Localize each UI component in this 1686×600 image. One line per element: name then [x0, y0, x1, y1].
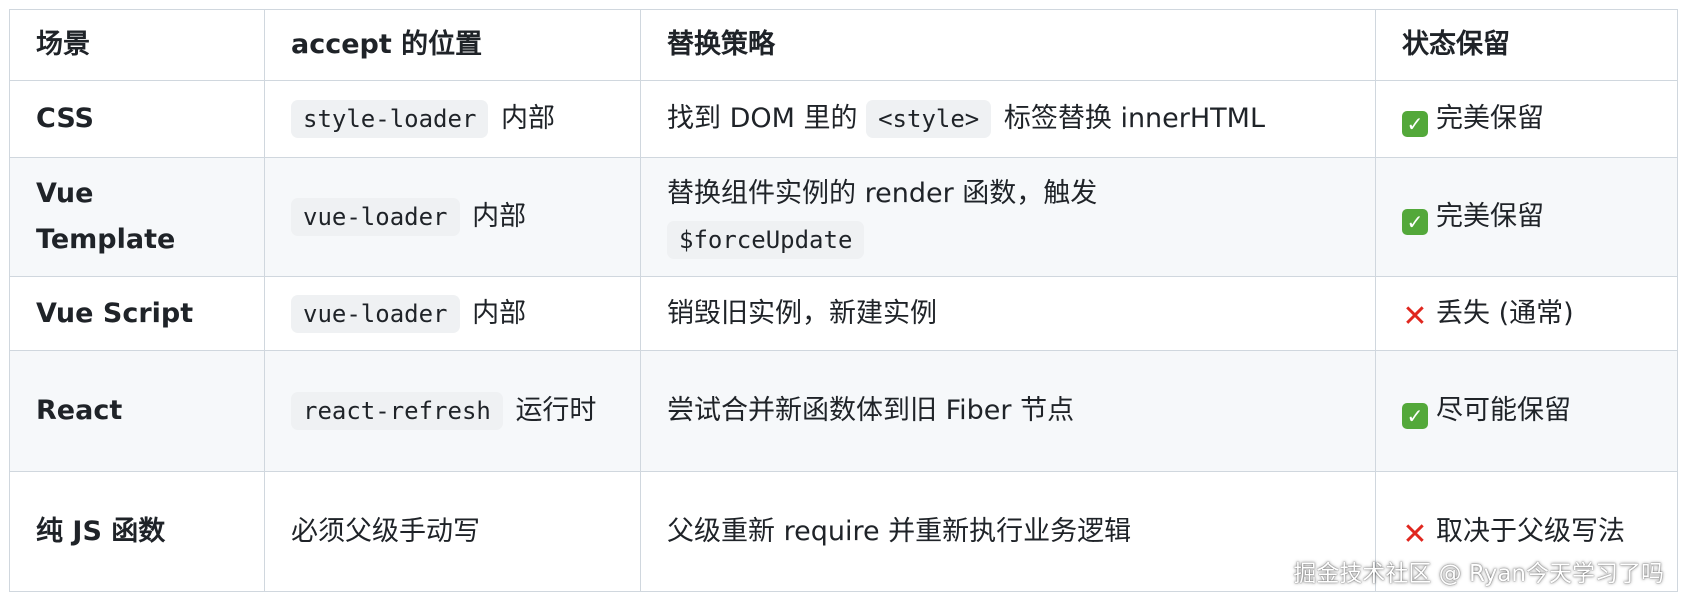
- accept-cell: 必须父级手动写: [264, 471, 641, 592]
- code-snippet: style-loader: [291, 100, 489, 138]
- strategy-cell: 销毁旧实例，新建实例: [640, 276, 1376, 351]
- accept-cell: vue-loader 内部: [264, 157, 641, 277]
- code-snippet: <style>: [866, 100, 992, 138]
- scene-cell: Vue Script: [9, 276, 265, 351]
- table-row: Vue Script vue-loader 内部 销毁旧实例，新建实例 ✕丢失 …: [9, 276, 1678, 351]
- accept-text: 内部: [472, 201, 527, 232]
- strategy-text: 父级重新 require 并重新执行业务逻辑: [667, 515, 1132, 547]
- code-snippet: vue-loader: [291, 294, 460, 333]
- header-scene: 场景: [9, 9, 265, 81]
- status-text: 完美保留: [1436, 201, 1544, 232]
- strategy-cell: 尝试合并新函数体到旧 Fiber 节点: [640, 350, 1376, 472]
- comparison-table: 场景 accept 的位置 替换策略 状态保留 CSS style-loader…: [9, 9, 1678, 592]
- scene-text: Vue Template: [36, 178, 176, 255]
- scene-cell: 纯 JS 函数: [9, 471, 265, 592]
- strategy-cell: 找到 DOM 里的 <style> 标签替换 innerHTML: [640, 80, 1376, 158]
- status-text: 尽可能保留: [1436, 395, 1571, 426]
- strategy-cell: 替换组件实例的 render 函数，触发 $forceUpdate: [640, 157, 1376, 277]
- status-text: 完美保留: [1436, 103, 1544, 134]
- status-cell: ✓ 尽可能保留: [1375, 350, 1678, 472]
- accept-text: 内部: [472, 297, 527, 329]
- accept-cell: react-refresh 运行时: [264, 350, 641, 472]
- check-icon: ✓: [1402, 111, 1428, 137]
- table-row: 纯 JS 函数 必须父级手动写 父级重新 require 并重新执行业务逻辑 ✕…: [9, 471, 1678, 592]
- strategy-cell: 父级重新 require 并重新执行业务逻辑: [640, 471, 1376, 592]
- strategy-text: 销毁旧实例，新建实例: [667, 297, 937, 329]
- status-cell: ✕丢失 (通常): [1375, 276, 1678, 351]
- status-cell: ✓ 完美保留: [1375, 80, 1678, 158]
- strategy-text: 替换组件实例的 render 函数，触发: [667, 178, 1098, 209]
- code-snippet: $forceUpdate: [667, 221, 865, 259]
- scene-cell: CSS: [9, 80, 265, 158]
- strategy-text-after: 标签替换 innerHTML: [1003, 103, 1266, 134]
- accept-text: 内部: [500, 103, 555, 134]
- strategy-text: 尝试合并新函数体到旧 Fiber 节点: [667, 395, 1075, 426]
- strategy-text: 找到 DOM 里的: [667, 103, 858, 134]
- header-strategy: 替换策略: [640, 9, 1376, 81]
- cross-icon: ✕: [1402, 298, 1428, 334]
- status-text: 丢失 (通常): [1436, 297, 1574, 329]
- table-header-row: 场景 accept 的位置 替换策略 状态保留: [9, 9, 1678, 81]
- header-accept-location: accept 的位置: [264, 9, 641, 81]
- scene-cell: React: [9, 350, 265, 472]
- accept-cell: style-loader 内部: [264, 80, 641, 158]
- accept-text: 必须父级手动写: [291, 515, 480, 547]
- code-snippet: vue-loader: [291, 198, 460, 236]
- accept-text: 运行时: [515, 395, 597, 426]
- status-cell: ✕取决于父级写法: [1375, 471, 1678, 592]
- check-icon: ✓: [1402, 209, 1428, 235]
- status-text: 取决于父级写法: [1436, 515, 1625, 547]
- table-row: React react-refresh 运行时 尝试合并新函数体到旧 Fiber…: [9, 350, 1678, 472]
- status-cell: ✓ 完美保留: [1375, 157, 1678, 277]
- check-icon: ✓: [1402, 403, 1428, 429]
- table-row: CSS style-loader 内部 找到 DOM 里的 <style> 标签…: [9, 80, 1678, 158]
- header-state: 状态保留: [1375, 9, 1678, 81]
- cross-icon: ✕: [1402, 516, 1428, 552]
- table-row: Vue Template vue-loader 内部 替换组件实例的 rende…: [9, 157, 1678, 277]
- code-snippet: react-refresh: [291, 392, 503, 430]
- accept-cell: vue-loader 内部: [264, 276, 641, 351]
- scene-cell: Vue Template: [9, 157, 265, 277]
- watermark: 掘金技术社区 @ Ryan今天学习了吗: [1293, 561, 1664, 587]
